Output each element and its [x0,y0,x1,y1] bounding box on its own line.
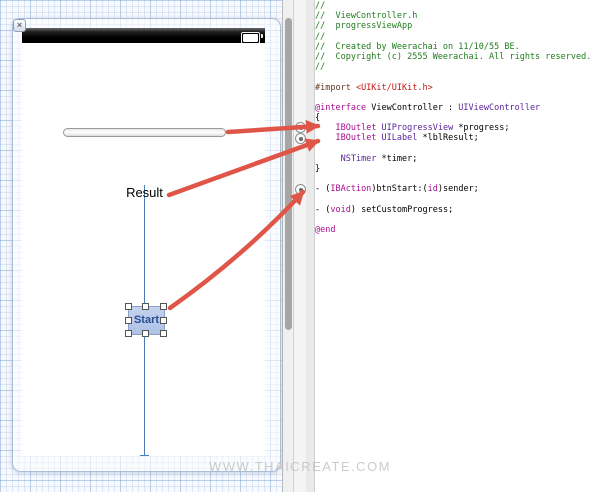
code-line[interactable]: } [315,164,321,174]
code-line[interactable] [315,72,600,82]
selection-handle[interactable] [125,303,132,310]
code-line[interactable]: @end [315,225,336,236]
code-line[interactable] [315,215,600,225]
code-line[interactable]: // [315,31,326,42]
close-button[interactable]: × [13,19,26,32]
code-line[interactable]: NSTimer *timer; [340,153,418,164]
code-line[interactable]: #import <UIKit/UIKit.h> [315,82,433,93]
code-line[interactable]: // [315,62,326,73]
result-label[interactable]: Result [126,185,163,200]
code-line[interactable]: - (IBAction)btnStart:(id)sender; [315,184,479,195]
connection-well-btnstart[interactable] [295,184,306,195]
code-line[interactable]: // Copyright (c) 2555 Weerachai. All rig… [315,51,592,62]
progress-view[interactable] [63,128,226,137]
alignment-guide-tick [140,455,149,456]
scrollbar-thumb[interactable] [284,18,292,330]
code-line[interactable]: // [315,1,326,11]
code-lines[interactable]: //// ViewController.h// progressViewApp/… [315,1,600,235]
code-editor[interactable]: //// ViewController.h// progressViewApp/… [315,0,600,492]
battery-icon [241,31,260,44]
connection-well-lblresult[interactable] [295,133,306,144]
device-view[interactable] [22,43,265,456]
focus-ribbon [306,0,314,492]
battery-nub [260,34,263,38]
code-line[interactable] [315,174,600,184]
code-line[interactable]: // progressViewApp [315,21,413,32]
connection-gutter [294,0,315,492]
code-line[interactable] [315,93,600,103]
code-line[interactable]: { [315,113,321,124]
selection-handle[interactable] [160,330,167,337]
code-line[interactable]: @interface ViewController : UIViewContro… [315,102,541,113]
connection-well-progress[interactable] [295,122,306,133]
code-line[interactable] [315,144,600,154]
code-line[interactable]: - (void) setCustomProgress; [315,204,454,215]
selection-handle[interactable] [160,303,167,310]
watermark: WWW.THAICREATE.COM [208,459,392,474]
code-line[interactable] [315,195,600,205]
selection-handle[interactable] [125,316,132,324]
selection-handle[interactable] [142,330,149,337]
start-button-selection: Start [120,298,171,341]
canvas-scrollbar[interactable] [283,0,294,492]
code-line[interactable]: IBOutlet UIProgressView *progress; [335,123,510,134]
selection-handle[interactable] [142,303,149,310]
selection-handle[interactable] [125,330,132,337]
close-icon: × [16,20,23,30]
code-line[interactable]: IBOutlet UILabel *lblResult; [335,133,479,144]
interface-builder-canvas[interactable]: × Result Start [0,0,283,492]
status-bar [22,28,265,44]
selection-handle[interactable] [160,316,167,324]
code-line[interactable]: // ViewController.h [315,11,418,22]
code-line[interactable]: // Created by Weerachai on 11/10/55 BE. [315,41,520,52]
